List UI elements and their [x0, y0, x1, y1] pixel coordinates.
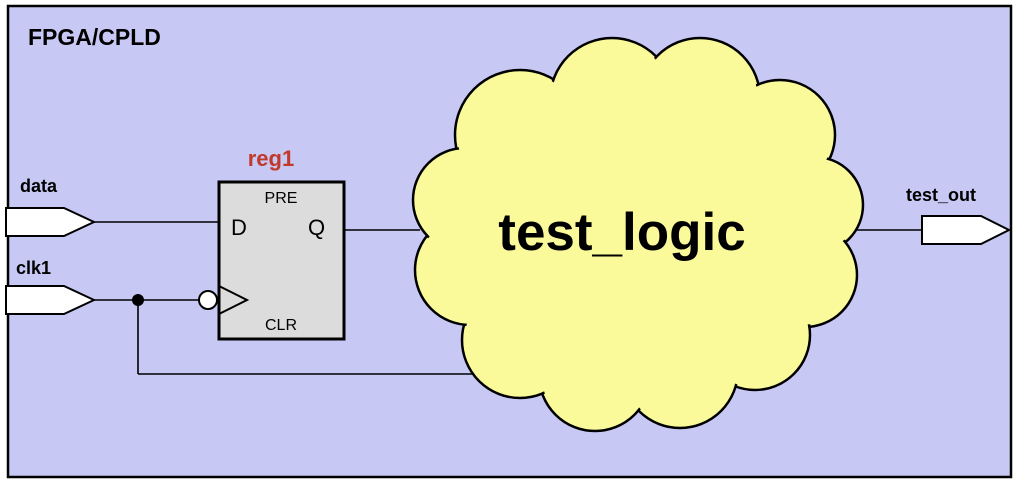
test-logic-label: test_logic [498, 203, 745, 262]
port-clk-shape [5, 285, 97, 315]
cloud-interior [415, 40, 861, 429]
clock-triangle [218, 285, 250, 315]
port-data-shape [5, 207, 97, 237]
register-pin-clr: CLR [265, 317, 297, 334]
wires [94, 221, 922, 375]
clock-inversion-bubble [198, 290, 218, 310]
port-out-shape [921, 215, 1012, 245]
junction-dot [132, 294, 144, 306]
port-out-label: test_out [906, 185, 976, 205]
port-data-label: data [20, 176, 58, 196]
port-clk-label: clk1 [16, 258, 51, 278]
register-pin-pre: PRE [265, 190, 298, 207]
container-label: FPGA/CPLD [28, 24, 161, 50]
register-pin-d: D [231, 215, 247, 240]
register-box [217, 180, 346, 341]
register-pin-q: Q [308, 215, 325, 240]
register-name: reg1 [248, 146, 294, 171]
